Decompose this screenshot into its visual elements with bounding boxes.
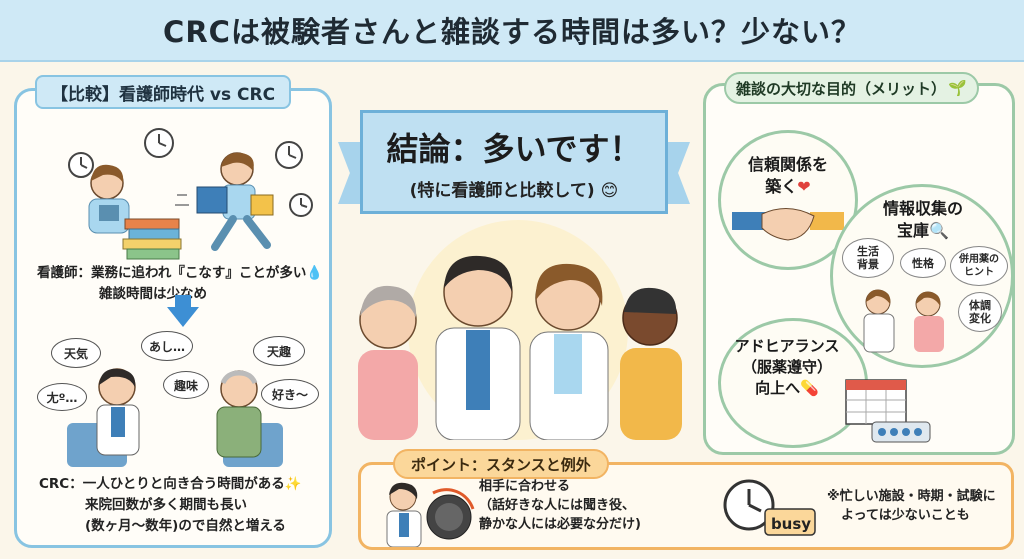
arrow-down-stem: [175, 295, 191, 309]
crc-line-1: CRC：一人ひとりと向き合う時間がある✨: [39, 476, 302, 492]
chat-bubble-hobby: 趣味: [163, 371, 209, 399]
trust-label: 信頼関係を 築く❤: [728, 154, 848, 198]
page-title: CRCは被験者さんと雑談する時間は多い？少ない？: [163, 15, 861, 49]
crc-dial-illustration: [386, 482, 475, 547]
clock-icon: [289, 193, 313, 217]
info-line-2: 宝庫🔍: [897, 221, 949, 240]
point-exception-text: ※忙しい施設・時期・試験に よっては少ないことも: [827, 487, 996, 525]
trust-line-1: 信頼関係を: [747, 155, 828, 174]
exception-line-1: ※忙しい施設・時期・試験に: [827, 489, 996, 504]
tag-condition-change: 体調変化: [958, 292, 1002, 332]
clock-busy-icon: [723, 479, 816, 536]
merits-header: 雑談の大切な目的（メリット）🌱: [724, 72, 979, 104]
clock-icon: [68, 152, 94, 178]
stance-line-1: 相手に合わせる: [479, 479, 571, 494]
interview-illustration: [863, 289, 944, 353]
smile-icon: 😊: [600, 180, 619, 201]
capsule-icon: 💊: [800, 379, 819, 397]
magnifier-icon: 🔍: [929, 221, 949, 240]
chat-scene-illustration: [67, 368, 283, 467]
busy-nurses-illustration: [68, 128, 313, 260]
comparison-panel: 【比較】看護師時代 vs CRC: [14, 75, 332, 548]
heart-icon: ❤: [797, 177, 811, 196]
sparkle-icon: ✨: [284, 476, 302, 492]
clock-icon: [144, 128, 174, 158]
team-illustration: [358, 220, 682, 440]
merits-panel: 雑談の大切な目的（メリット）🌱 信頼関係を 築く❤ 情報収集の 宝庫🔍 生活背景…: [703, 72, 1015, 455]
chat-bubble-ashi: あし…: [141, 331, 193, 361]
chat-bubble-weather: 天気: [51, 338, 101, 368]
adherence-line-3: 向上へ💊: [755, 379, 819, 397]
conclusion-subtext: (特に看護師と比較して) 😊: [409, 180, 619, 201]
stance-line-2: （話好きな人には聞き役、: [479, 498, 636, 513]
point-header: ポイント：スタンスと例外: [393, 449, 609, 479]
conclusion-text: 結論：多いです！: [386, 129, 642, 168]
tag-concomitant-drug: 併用薬のヒント: [950, 246, 1008, 286]
adherence-line-1: アドヒアランス: [734, 337, 840, 355]
handshake-icon: [732, 208, 844, 241]
trust-line-2: 築く❤: [765, 177, 811, 196]
nurse-line-1: 看護師：業務に追われ『こなす』ことが多い💧: [37, 265, 324, 281]
conclusion-banner: 結論：多いです！ (特に看護師と比較して) 😊: [338, 102, 690, 222]
sweat-drop-icon: 💧: [306, 265, 324, 281]
comparison-header: 【比較】看護師時代 vs CRC: [35, 75, 292, 109]
sprout-icon: 🌱: [948, 79, 967, 97]
arrow-down-icon: [167, 307, 199, 327]
clock-icon: [275, 141, 303, 169]
tag-personality: 性格: [900, 248, 946, 278]
adherence-circle: [718, 318, 868, 448]
calendar-pillbox-icon: [845, 379, 931, 443]
chat-bubble-like: 好き～: [261, 379, 319, 409]
tag-life-background: 生活背景: [842, 238, 894, 278]
title-bar: CRCは被験者さんと雑談する時間は多い？少ない？: [0, 0, 1024, 62]
point-box: ポイント：スタンスと例外 相手に合わせる （話好きな人には聞き役、 静かな人には…: [358, 449, 1014, 550]
point-stance-text: 相手に合わせる （話好きな人には聞き役、 静かな人には必要な分だけ): [479, 477, 641, 534]
adherence-label: アドヒアランス （服薬遵守） 向上へ💊: [722, 336, 852, 399]
info-line-1: 情報収集の: [882, 199, 963, 218]
busy-sign: busy: [770, 515, 812, 533]
adherence-line-2: （服薬遵守）: [741, 358, 832, 376]
chat-bubble-tenshu: 天趣: [253, 336, 305, 366]
exception-line-2: よっては少ないことも: [841, 508, 970, 523]
chat-bubble-misc: 尢º…: [37, 383, 87, 411]
crc-line-2: 来院回数が多く期間も長い: [85, 497, 247, 513]
info-label: 情報収集の 宝庫🔍: [858, 198, 988, 242]
conclusion-box: 結論：多いです！ (特に看護師と比較して) 😊: [360, 110, 668, 214]
stance-line-3: 静かな人には必要な分だけ): [479, 517, 641, 532]
crc-caption: CRC：一人ひとりと向き合う時間がある✨ 来院回数が多く期間も長い (数ヶ月～数…: [39, 474, 329, 537]
crc-line-3: (数ヶ月～数年)ので自然と増える: [85, 518, 286, 534]
